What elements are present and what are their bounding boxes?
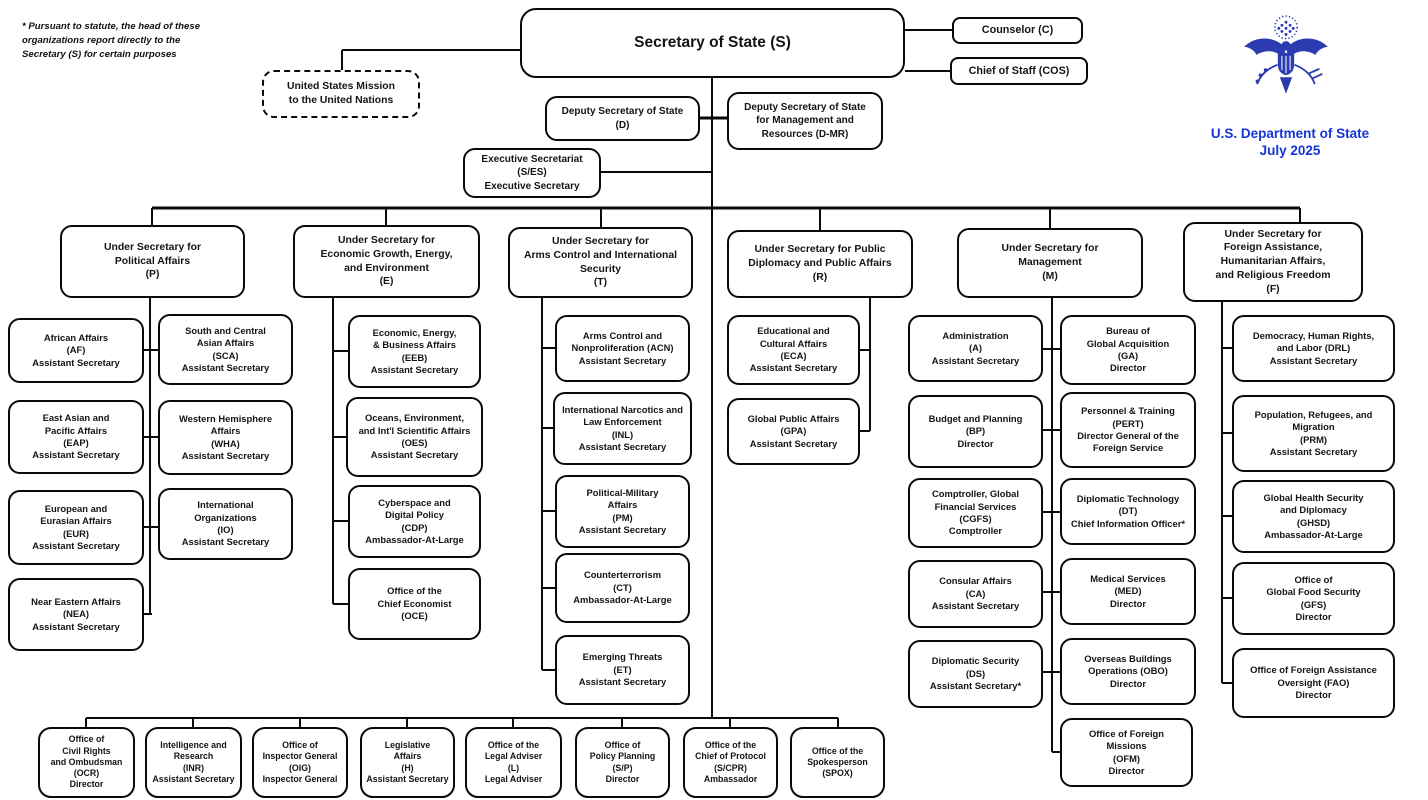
node-executive-secretariat: Executive Secretariat (S/ES) Executive S… <box>463 148 601 198</box>
node-acn: Arms Control and Nonproliferation (ACN) … <box>555 315 690 382</box>
node-eur: European and Eurasian Affairs (EUR) Assi… <box>8 490 144 565</box>
node-ghsd: Global Health Security and Diplomacy (GH… <box>1232 480 1395 553</box>
node-under-secretary-p: Under Secretary for Political Affairs (P… <box>60 225 245 298</box>
node-un-mission: United States Mission to the United Nati… <box>262 70 420 118</box>
node-eeb: Economic, Energy, & Business Affairs (EE… <box>348 315 481 388</box>
node-h: Legislative Affairs (H) Assistant Secret… <box>360 727 455 798</box>
node-cgfs: Comptroller, Global Financial Services (… <box>908 478 1043 548</box>
node-eca: Educational and Cultural Affairs (ECA) A… <box>727 315 860 385</box>
node-oig: Office of Inspector General (OIG) Inspec… <box>252 727 348 798</box>
node-oes: Oceans, Environment, and Int'l Scientifi… <box>346 397 483 477</box>
node-ds: Diplomatic Security (DS) Assistant Secre… <box>908 640 1043 708</box>
node-scpr: Office of the Chief of Protocol (S/CPR) … <box>683 727 778 798</box>
node-under-secretary-r: Under Secretary for Public Diplomacy and… <box>727 230 913 298</box>
node-ct: Counterterrorism (CT) Ambassador-At-Larg… <box>555 553 690 623</box>
node-dt: Diplomatic Technology (DT) Chief Informa… <box>1060 478 1196 545</box>
node-wha: Western Hemisphere Affairs (WHA) Assista… <box>158 400 293 475</box>
node-counselor: Counselor (C) <box>952 17 1083 44</box>
agency-name: U.S. Department of State <box>1210 126 1370 141</box>
department-title: U.S. Department of State July 2025 <box>1190 126 1390 160</box>
node-obo: Overseas Buildings Operations (OBO) Dire… <box>1060 638 1196 705</box>
node-inr: Intelligence and Research (INR) Assistan… <box>145 727 242 798</box>
node-pm: Political-Military Affairs (PM) Assistan… <box>555 475 690 548</box>
node-gpa: Global Public Affairs (GPA) Assistant Se… <box>727 398 860 465</box>
node-ofm: Office of Foreign Missions (OFM) Directo… <box>1060 718 1193 787</box>
node-gfs: Office of Global Food Security (GFS) Dir… <box>1232 562 1395 635</box>
node-secretary: Secretary of State (S) <box>520 8 905 78</box>
node-chief-of-staff: Chief of Staff (COS) <box>950 57 1088 85</box>
node-a: Administration (A) Assistant Secretary <box>908 315 1043 382</box>
node-prm: Population, Refugees, and Migration (PRM… <box>1232 395 1395 472</box>
node-nea: Near Eastern Affairs (NEA) Assistant Sec… <box>8 578 144 651</box>
chart-date: July 2025 <box>1259 142 1321 158</box>
node-cdp: Cyberspace and Digital Policy (CDP) Amba… <box>348 485 481 558</box>
node-spox: Office of the Spokesperson (SPOX) <box>790 727 885 798</box>
node-oce: Office of the Chief Economist (OCE) <box>348 568 481 640</box>
node-sp: Office of Policy Planning (S/P) Director <box>575 727 670 798</box>
node-inl: International Narcotics and Law Enforcem… <box>553 392 692 465</box>
node-med: Medical Services (MED) Director <box>1060 558 1196 625</box>
node-io: International Organizations (IO) Assista… <box>158 488 293 560</box>
great-seal-icon <box>1240 12 1332 114</box>
node-drl: Democracy, Human Rights, and Labor (DRL)… <box>1232 315 1395 382</box>
statute-footnote: * Pursuant to statute, the head of these… <box>22 21 201 60</box>
node-ocr: Office of Civil Rights and Ombudsman (OC… <box>38 727 135 798</box>
node-sca: South and Central Asian Affairs (SCA) As… <box>158 314 293 385</box>
node-pert: Personnel & Training (PERT) Director Gen… <box>1060 392 1196 468</box>
node-fao: Office of Foreign Assistance Oversight (… <box>1232 648 1395 718</box>
node-ca: Consular Affairs (CA) Assistant Secretar… <box>908 560 1043 628</box>
node-deputy-secretary: Deputy Secretary of State (D) <box>545 96 700 141</box>
node-bp: Budget and Planning (BP) Director <box>908 395 1043 468</box>
node-under-secretary-e: Under Secretary for Economic Growth, Ene… <box>293 225 480 298</box>
node-l: Office of the Legal Adviser (L) Legal Ad… <box>465 727 562 798</box>
node-under-secretary-t: Under Secretary for Arms Control and Int… <box>508 227 693 298</box>
node-under-secretary-f: Under Secretary for Foreign Assistance, … <box>1183 222 1363 302</box>
node-ga: Bureau of Global Acquisition (GA) Direct… <box>1060 315 1196 385</box>
node-under-secretary-m: Under Secretary for Management (M) <box>957 228 1143 298</box>
node-deputy-secretary-mr: Deputy Secretary of State for Management… <box>727 92 883 150</box>
node-eap: East Asian and Pacific Affairs (EAP) Ass… <box>8 400 144 474</box>
node-et: Emerging Threats (ET) Assistant Secretar… <box>555 635 690 705</box>
node-af: African Affairs (AF) Assistant Secretary <box>8 318 144 383</box>
